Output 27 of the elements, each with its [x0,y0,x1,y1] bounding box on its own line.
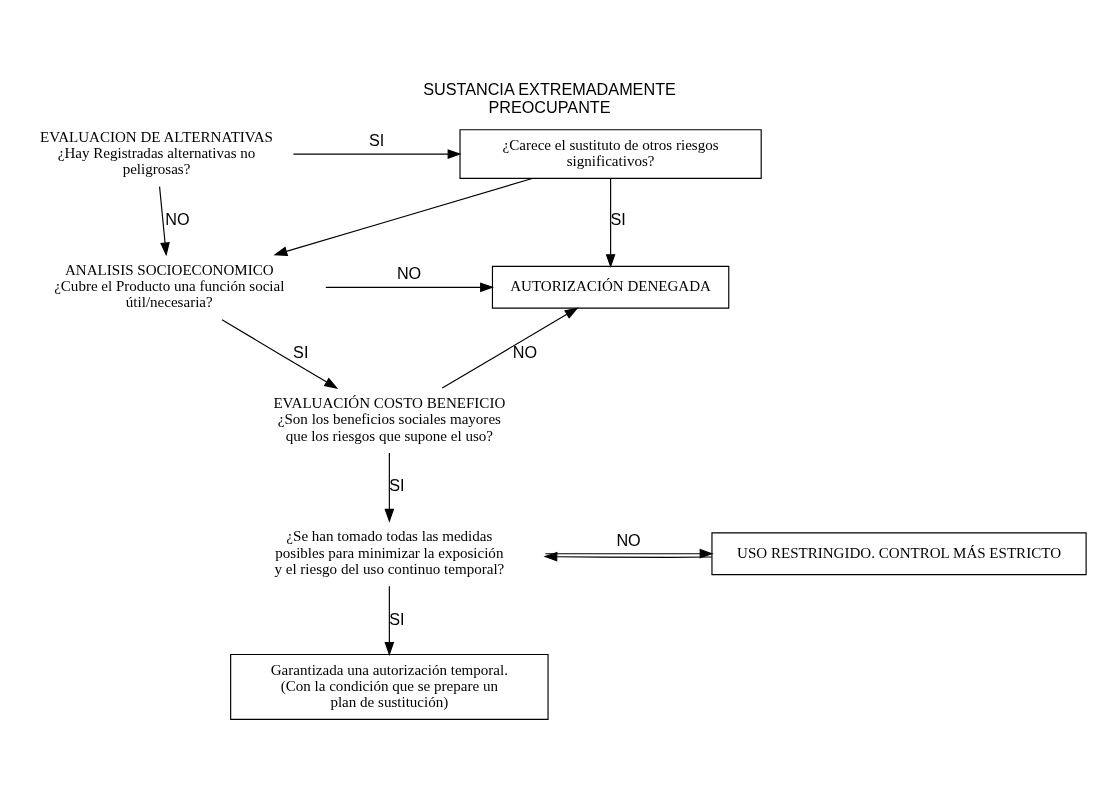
node-text: ANALISIS SOCIOECONOMICO ¿Cubre el Producto una función social útil/necesaria? [54,261,285,310]
arrow [292,148,462,159]
arrow [273,177,533,256]
edge-label: NO [512,342,538,361]
arrow [159,185,170,256]
edge-label: SI [389,475,405,494]
edge-label: NO [165,209,190,228]
arrow [605,177,616,268]
arrow [221,318,339,389]
edge-label: SI [610,209,626,228]
node-text: EVALUACIÓN COSTO BENEFICIO ¿Son los beneficios sociales mayores que los riesgos que supone el uso? [273,394,506,444]
node-box: ¿Carece el sustituto de otros riesgos significativos? [459,128,762,179]
arrow [441,306,579,389]
node-text: ¿Se han tomado todas las medidas posibles para minimizar la exposición y el riesgo del uso continuo temporal? [274,527,505,577]
edge-label: SI [368,130,385,149]
arrow [325,281,495,292]
arrow [384,585,395,656]
arrow [384,451,395,523]
edge-label: NO [396,263,422,282]
edge-label: SI [389,609,405,628]
edge-label: SI [293,342,309,361]
node-box: USO RESTRINGIDO. CONTROL MÁS ESTRICTO [711,531,1087,575]
diagram-title: SUSTANCIA EXTREMADAMENTE PREOCUPANTE [423,79,676,116]
node-box: AUTORIZACIÓN DENEGADA [491,265,730,309]
node-box: Garantizada una autorización temporal. (Con la condición que se prepare un plan de sustitución) [230,653,549,720]
edge-label: NO [616,530,641,549]
node-text: EVALUACION DE ALTERNATIVAS ¿Hay Registradas alternativas no peligrosas? [40,128,274,177]
